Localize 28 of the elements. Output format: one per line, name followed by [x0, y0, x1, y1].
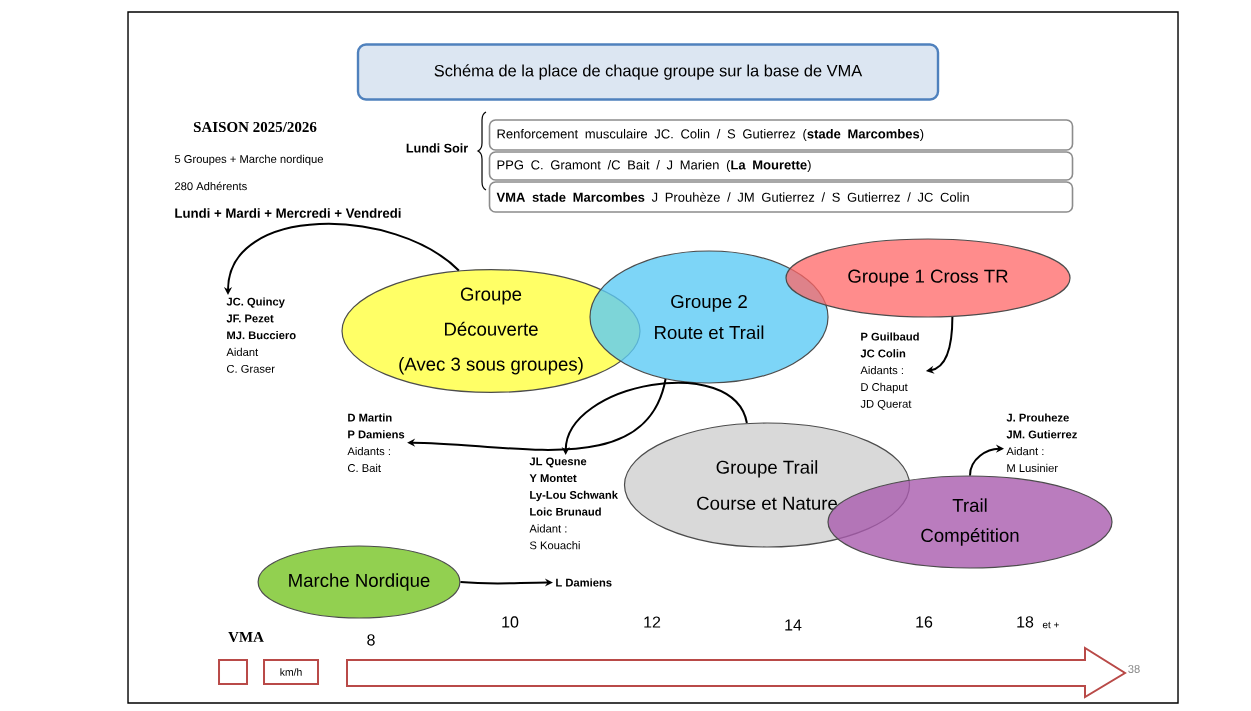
unit-box: km/h [263, 659, 319, 685]
tick-label: 14 [785, 619, 802, 631]
arrow [407, 378, 667, 451]
title-box: Schéma de la place de chaque groupe sur la base de VMA [356, 43, 940, 101]
tick-label: 18 [1017, 616, 1034, 628]
session-box: Renforcement musculaire JC. Colin / S Gutierrez (stade Marcombes) [488, 119, 1074, 151]
member-list: P Guilbaud JC Colin Aidants : D Chaput JD Querat [860, 332, 919, 410]
tick-label: 12 [644, 616, 661, 628]
session-box: PPG C. Gramont /C Bait / J Marien (La Mourette) [488, 151, 1074, 181]
session-box: VMA stade Marcombes J Prouhèze / JM Gutierrez / S Gutierrez / JC Colin [488, 181, 1074, 213]
member-list: J. Prouheze JM. Gutierrez Aidant : M Lusinier [1006, 413, 1077, 472]
page-number: 38 [1128, 665, 1140, 673]
member-list: JC. Quincy JF. Pezet MJ. Bucciero Aidant C. Graser [226, 297, 296, 373]
empty-box [218, 659, 248, 685]
schedule-text: Lundi + Mardi + Mercredi + Vendredi [175, 208, 401, 218]
note-text: 5 Groupes + Marche nordique [174, 154, 323, 166]
tick-label: 10 [502, 616, 519, 628]
tick-label: 8 [367, 634, 375, 646]
member-list: JL Quesne Y Montet Ly-Lou Schwank Loic Brunaud Aidant : S Kouachi [529, 457, 618, 550]
day-label: Lundi Soir [406, 143, 468, 153]
member-list: D Martin P Damiens Aidants : C. Bait [347, 413, 405, 472]
member-list: L Damiens [556, 578, 612, 587]
tick-suffix: et + [1042, 621, 1059, 629]
note-text: 280 Adhérents [175, 181, 247, 191]
arrow [969, 444, 1004, 477]
axis-title: VMA [228, 631, 264, 643]
season-heading: SAISON 2025/2026 [193, 121, 317, 133]
tick-label: 16 [916, 616, 933, 628]
